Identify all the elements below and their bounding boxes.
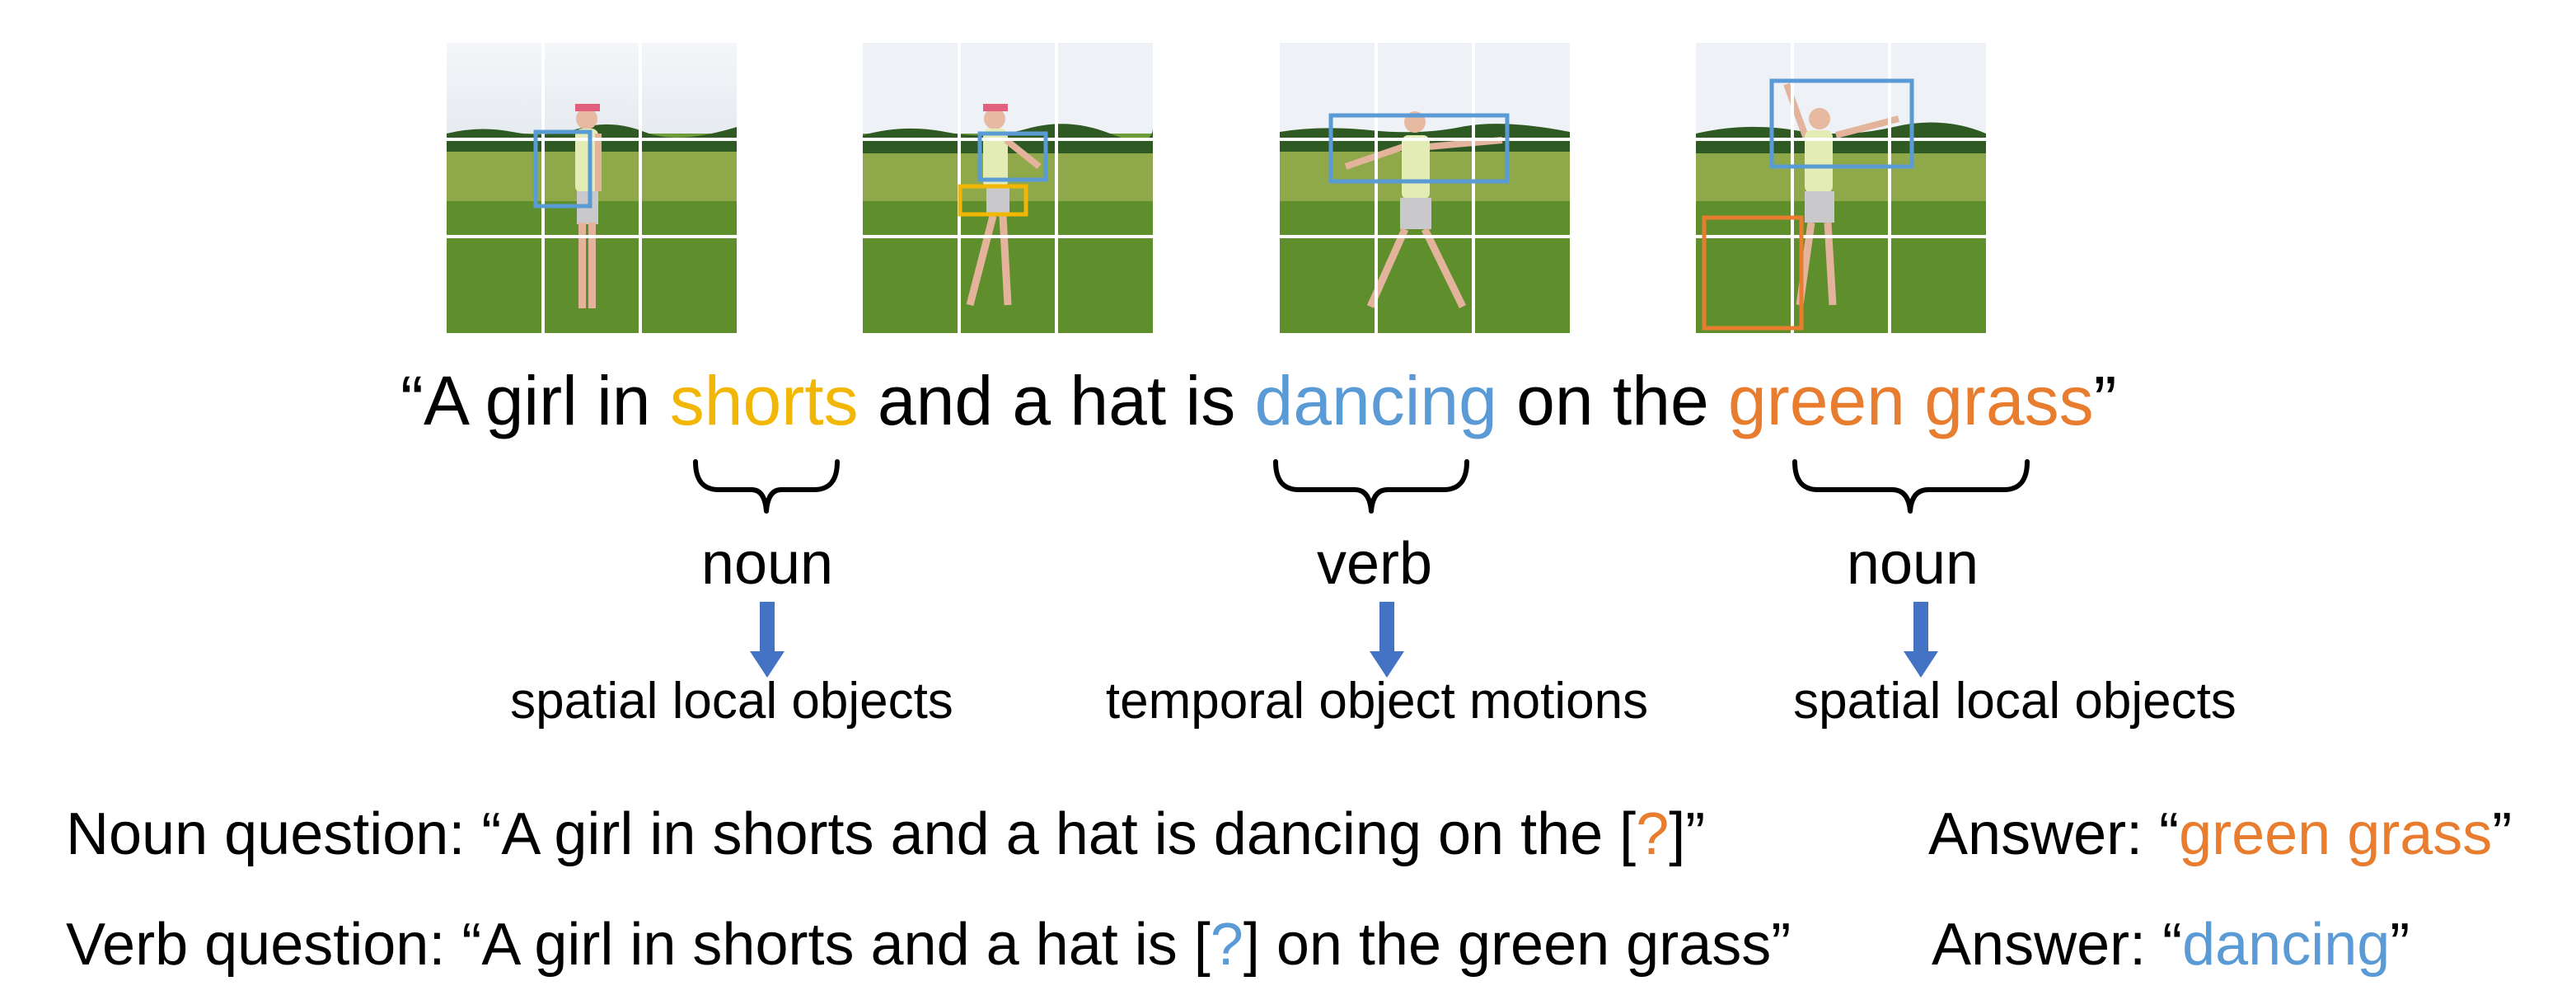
caption-text-3: on the [1496, 362, 1729, 439]
noun-question-prefix: Noun question: “A girl in shorts and a h… [66, 801, 1637, 867]
caption-text-1: A girl in [423, 362, 670, 439]
role-label-temporal: temporal object motions [1105, 673, 1649, 730]
video-frame-3 [1280, 43, 1570, 333]
verb-answer-value: dancing [2182, 912, 2391, 978]
arrow-1 [750, 602, 785, 678]
arrow-2 [1370, 602, 1404, 678]
verb-question-prefix: Verb question: “A girl in shorts and a h… [66, 912, 1211, 978]
video-frame-1 [447, 43, 737, 333]
brace-shorts [693, 459, 840, 514]
pos-label-verb: verb [1316, 531, 1433, 597]
brace-green-grass [1792, 459, 2030, 514]
pos-label-noun-2: noun [1846, 531, 1979, 597]
verb-answer-label: Answer: “ [1932, 912, 2183, 978]
verb-question-mark: ? [1210, 912, 1244, 978]
arrow-3 [1904, 602, 1938, 678]
caption-word-dancing: dancing [1254, 362, 1497, 439]
brace-dancing [1273, 459, 1469, 514]
caption-text-2: and a hat is [858, 362, 1255, 439]
verb-answer-close: ” [2390, 912, 2410, 978]
pos-label-noun-1: noun [700, 531, 834, 597]
caption-word-shorts: shorts [669, 362, 859, 439]
verb-question-suffix: ] on the green grass” [1243, 912, 1791, 978]
verb-question: Verb question: “A girl in shorts and a h… [66, 915, 1791, 974]
role-label-spatial-1: spatial local objects [510, 673, 953, 730]
noun-question-suffix: ]” [1669, 801, 1706, 867]
video-frame-2 [863, 43, 1153, 333]
caption-open-quote: “ [400, 362, 424, 439]
noun-answer-close: ” [2492, 801, 2513, 867]
noun-question-mark: ? [1636, 801, 1670, 867]
caption-close-quote: ” [2093, 362, 2117, 439]
noun-answer-label: Answer: “ [1928, 801, 2180, 867]
noun-question: Noun question: “A girl in shorts and a h… [66, 805, 1705, 864]
video-frame-4 [1696, 43, 1986, 333]
video-caption: “A girl in shorts and a hat is dancing o… [400, 366, 2117, 435]
role-label-spatial-2: spatial local objects [1793, 673, 2236, 730]
verb-answer: Answer: “dancing” [1932, 915, 2410, 974]
noun-answer-value: green grass [2179, 801, 2493, 867]
noun-answer: Answer: “green grass” [1928, 805, 2512, 864]
caption-word-green-grass: green grass [1728, 362, 2094, 439]
